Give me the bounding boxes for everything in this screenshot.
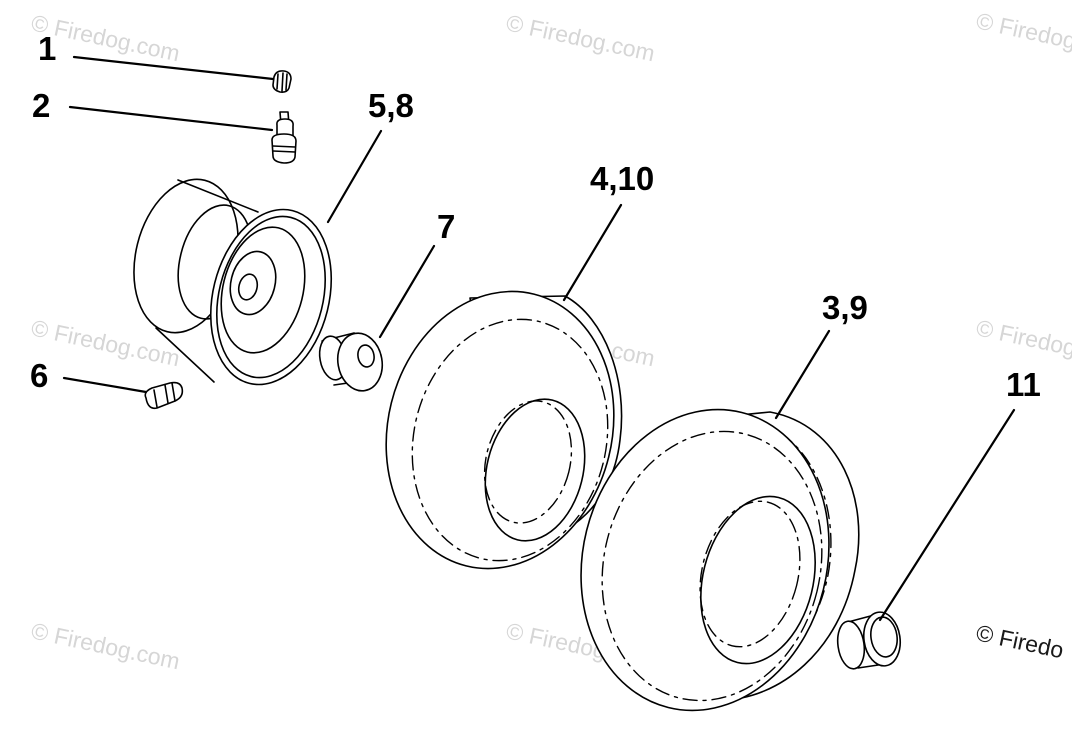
watermark: © Firedog.com xyxy=(29,314,182,371)
bushing xyxy=(318,332,384,392)
callout-grease-fitting: 6 xyxy=(30,357,48,394)
watermark: © Firedog.com xyxy=(29,617,182,674)
watermark: © Firedog.com xyxy=(974,314,1072,371)
leader-lines xyxy=(62,55,1016,622)
leader-line-1 xyxy=(72,55,275,81)
watermark: © Firedog.com xyxy=(974,7,1072,64)
callout-valve-cap: 1 xyxy=(38,30,56,67)
callout-bushing: 7 xyxy=(437,208,455,245)
callout-wheel-rim: 5,8 xyxy=(368,87,414,124)
leader-line-5-8 xyxy=(326,129,383,224)
watermark: © Firedo xyxy=(974,619,1066,663)
tire-rear xyxy=(385,290,623,570)
callout-valve-stem: 2 xyxy=(32,87,50,124)
callout-hub-cap: 11 xyxy=(1006,366,1041,403)
tire-front xyxy=(580,408,860,712)
leader-line-11 xyxy=(878,408,1016,622)
leader-line-4-10 xyxy=(562,203,623,302)
callout-tire-rear: 4,10 xyxy=(590,160,654,197)
hub-cap xyxy=(836,611,902,670)
leader-line-2 xyxy=(68,105,274,132)
leader-line-6 xyxy=(62,376,148,394)
wheel-rim xyxy=(133,178,333,386)
grease-fitting xyxy=(144,381,184,410)
leader-line-3-9 xyxy=(774,329,831,420)
valve-stem xyxy=(271,111,297,164)
callout-tire-front: 3,9 xyxy=(822,289,868,326)
watermark: © Firedog.com xyxy=(504,9,657,66)
leader-line-7 xyxy=(378,244,436,339)
valve-cap xyxy=(272,70,292,93)
callouts: 1 2 5,8 6 7 4,10 3,9 11 xyxy=(30,30,1041,403)
